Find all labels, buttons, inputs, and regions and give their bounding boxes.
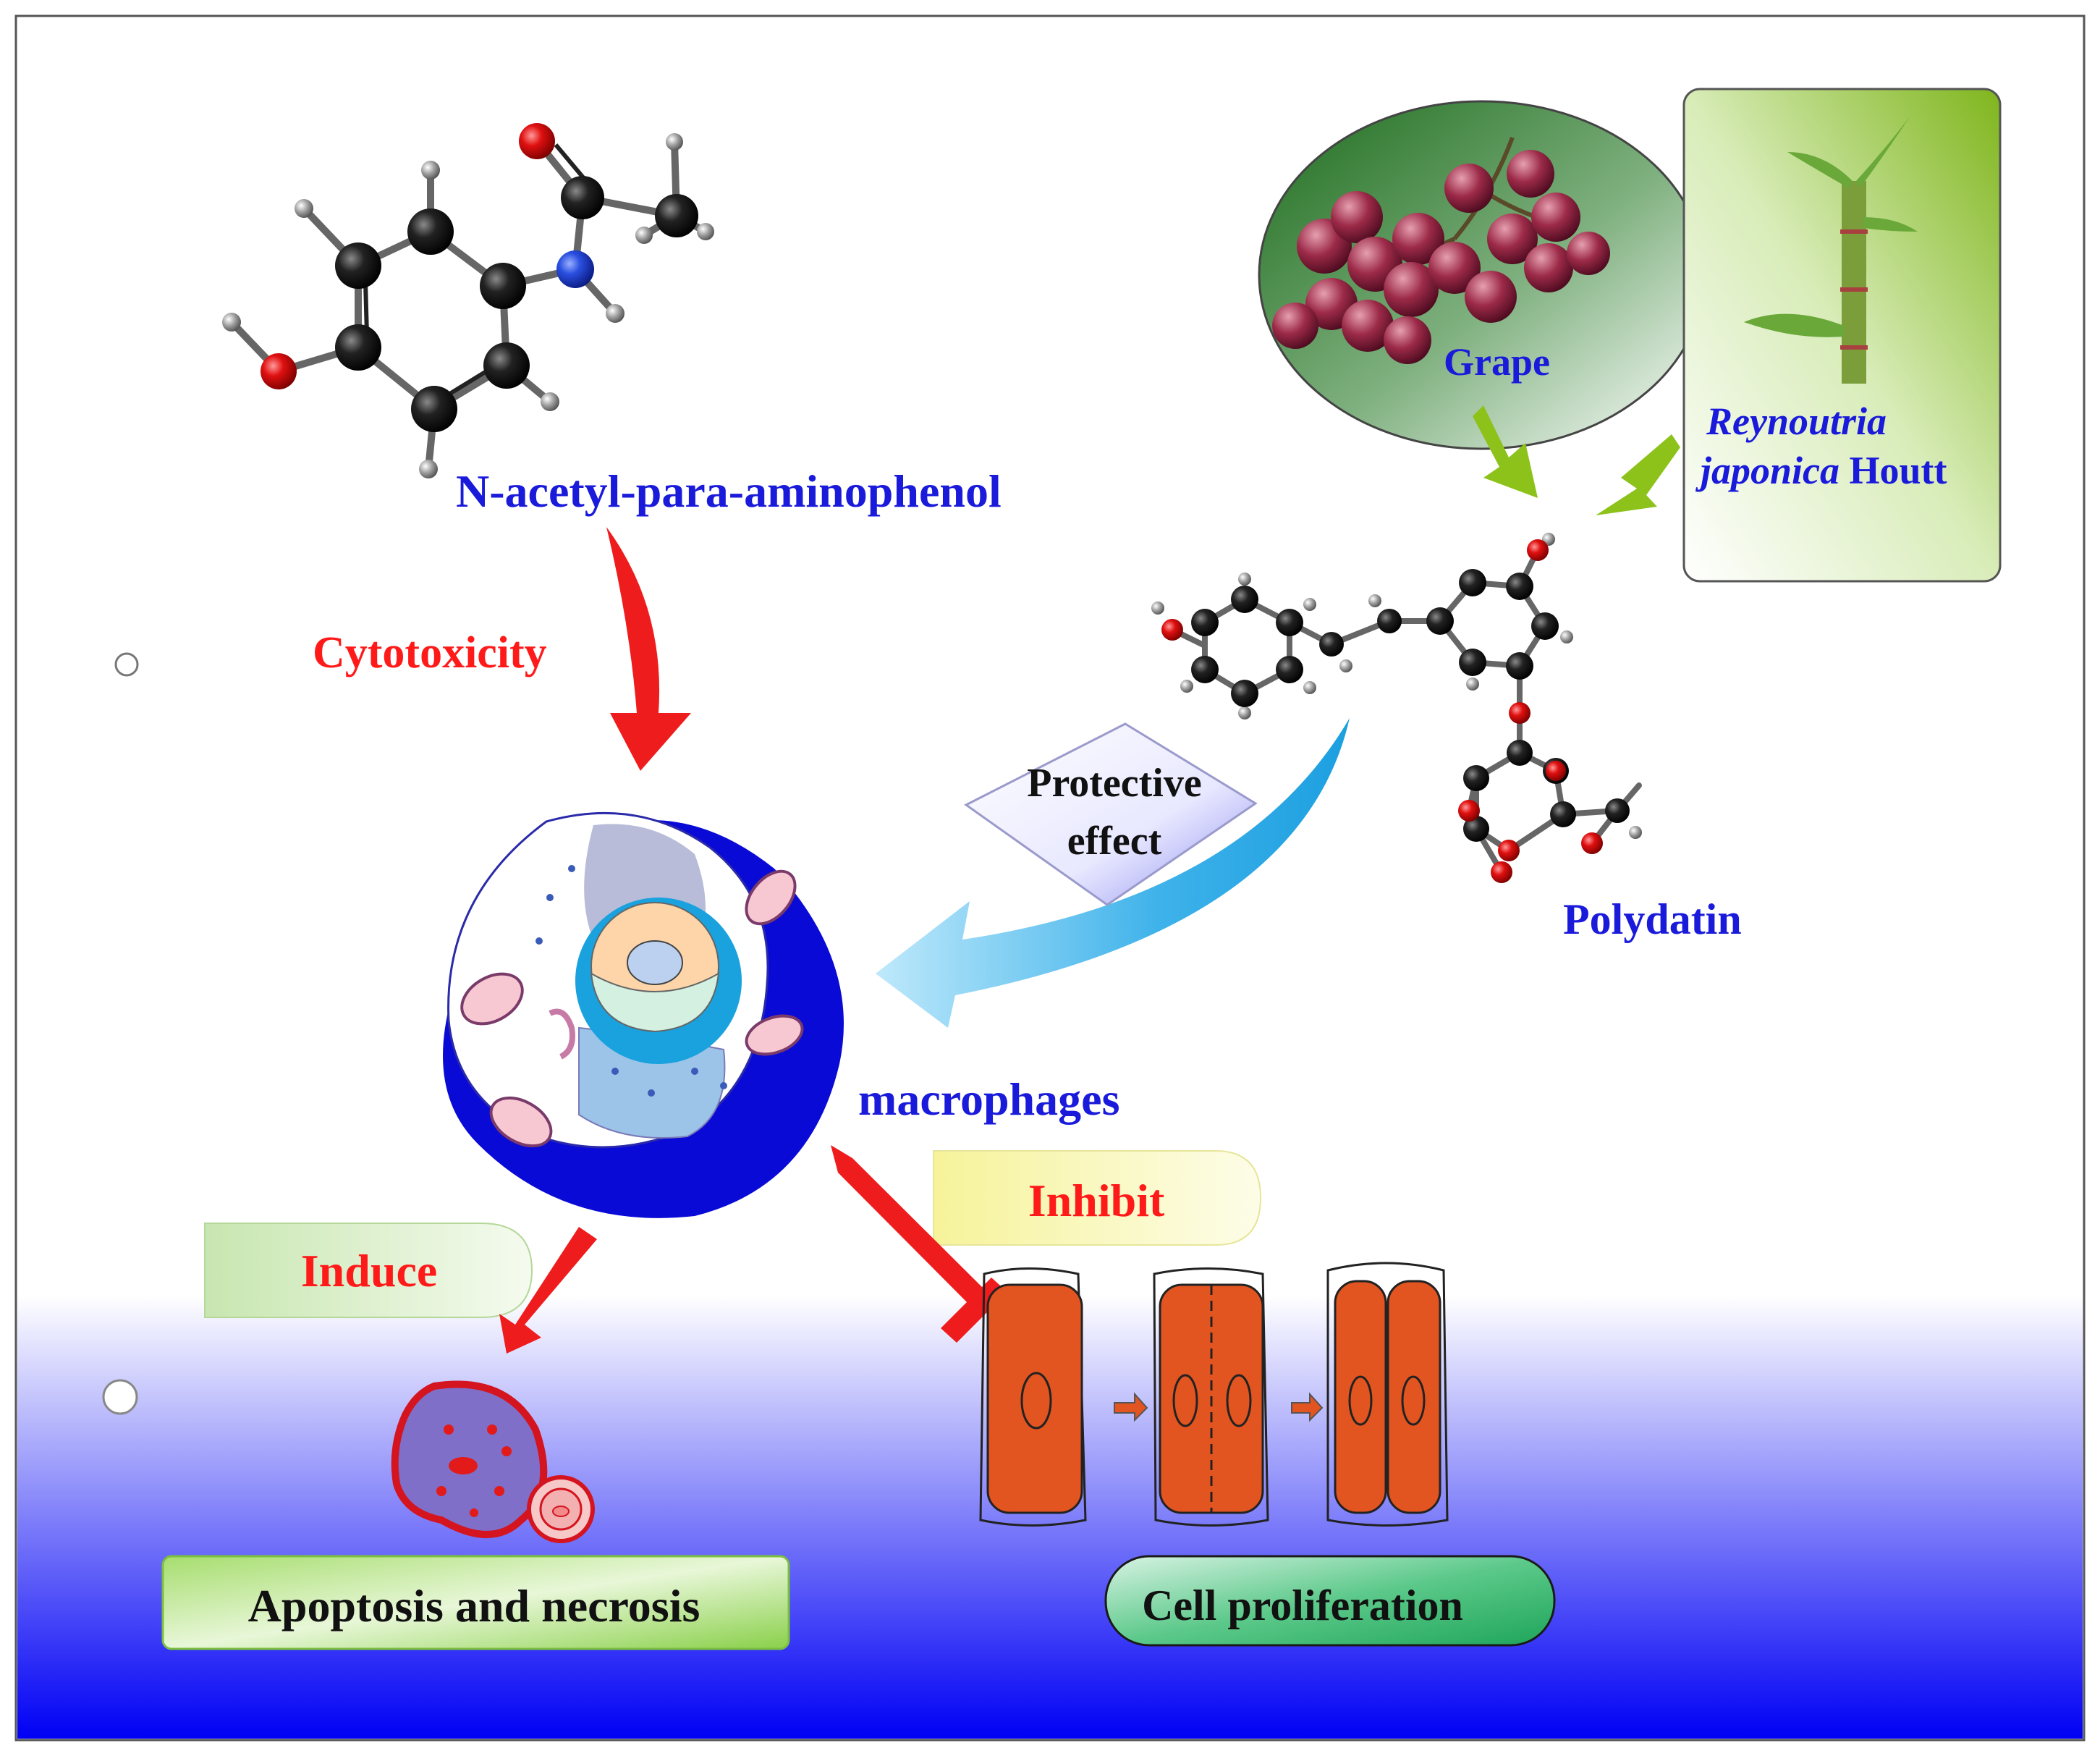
- cytotoxicity-label: Cytotoxicity: [313, 628, 547, 678]
- apap-label: N-acetyl-para-aminophenol: [456, 465, 1002, 517]
- marker-circle-upper: [114, 652, 139, 677]
- cytotoxicity-arrow: [606, 527, 691, 771]
- grape-to-polydatin-arrow: [1473, 405, 1538, 498]
- induce-label: Induce: [301, 1245, 438, 1296]
- plant-to-polydatin-arrow: [1596, 434, 1680, 515]
- inhibit-tag: [933, 1150, 1262, 1246]
- apoptosis-box: [161, 1555, 790, 1650]
- grape-photo-icon: [1258, 100, 1706, 450]
- protective-label-line1: Protective: [1027, 761, 1201, 806]
- protective-effect-arrow: [876, 718, 1350, 1028]
- induce-tag: [204, 1223, 533, 1318]
- marker-circle-lower: [102, 1379, 138, 1415]
- macrophages-label: macrophages: [858, 1073, 1119, 1125]
- reynoutria-label-line2: japonica Houtt: [1695, 449, 1947, 492]
- proliferation-label: Cell proliferation: [1142, 1582, 1463, 1629]
- dividing-cell-icon: [979, 1262, 1449, 1527]
- inhibit-label: Inhibit: [1028, 1175, 1165, 1226]
- apap-molecule-icon: [222, 123, 714, 478]
- apoptotic-cell-icon: [391, 1380, 595, 1543]
- reynoutria-label-line1: Reynoutria: [1706, 400, 1887, 443]
- polydatin-label: Polydatin: [1563, 895, 1742, 943]
- reynoutria-plant-icon: [1682, 88, 2002, 583]
- grape-label: Grape: [1444, 340, 1550, 384]
- apoptosis-label: Apoptosis and necrosis: [248, 1580, 700, 1632]
- inhibit-arrow: [831, 1145, 986, 1307]
- protective-label-line2: effect: [1067, 819, 1162, 864]
- induce-arrow: [499, 1227, 597, 1354]
- proliferation-box: [1104, 1555, 1556, 1647]
- macrophage-cell-icon: [443, 811, 844, 1218]
- polydatin-molecule-icon: [1151, 533, 1642, 883]
- protective-effect-badge: [964, 722, 1258, 906]
